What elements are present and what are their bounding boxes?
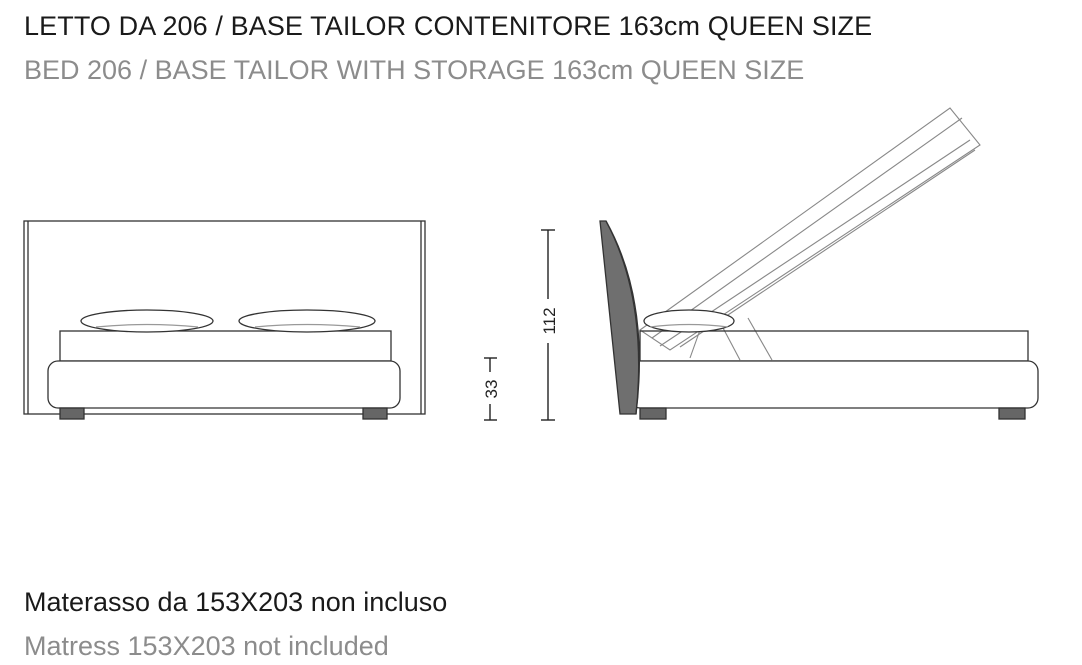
- title-italian: LETTO DA 206 / BASE TAILOR CONTENITORE 1…: [24, 11, 873, 41]
- dim-33-label: 33: [482, 380, 501, 399]
- title-english: BED 206 / BASE TAILOR WITH STORAGE 163cm…: [24, 55, 805, 85]
- dim-33-label-bg: [480, 372, 500, 404]
- side-piston-right: [747, 317, 773, 361]
- side-base: [629, 360, 1039, 409]
- dim-112-label: 112: [540, 307, 559, 334]
- side-lifted-lower-line: [679, 149, 976, 348]
- dim-112-label-bg: [538, 299, 558, 343]
- front-foot-right: [362, 407, 388, 420]
- side-view: [599, 107, 1039, 420]
- side-foot-left: [639, 407, 667, 420]
- side-piston-rod: [689, 329, 701, 359]
- side-lifted-frame: [639, 107, 981, 361]
- front-foot-left: [59, 407, 85, 420]
- front-pillow-right: [238, 309, 376, 333]
- front-view: [23, 220, 426, 420]
- side-pillow: [643, 309, 735, 333]
- front-mattress: [59, 330, 392, 362]
- mattress-note-italian: Materasso da 153X203 non incluso: [24, 587, 448, 617]
- side-pillow-fold: [649, 323, 729, 328]
- side-lifted-inner-line: [651, 117, 963, 339]
- front-pillow-left: [80, 309, 214, 333]
- side-headboard-back: [605, 220, 640, 415]
- front-pillow-right-fold: [254, 323, 361, 328]
- side-foot-right: [998, 407, 1026, 420]
- side-piston-left: [721, 325, 741, 361]
- mattress-note-english: Matress 153X203 not included: [24, 631, 389, 661]
- front-base: [47, 360, 401, 409]
- side-lifted-panel: [639, 107, 981, 351]
- front-pillow-left-fold: [95, 323, 199, 328]
